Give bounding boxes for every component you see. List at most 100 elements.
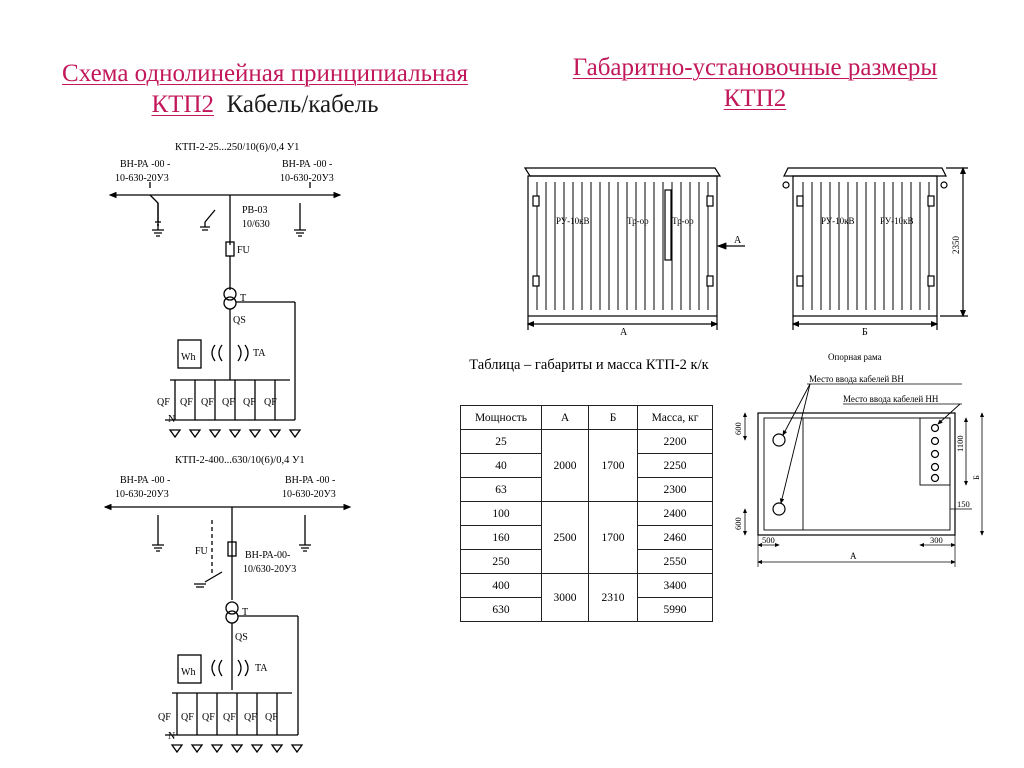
right-heading: Габаритно-установочные размеры КТП2 [530, 52, 980, 114]
front-arrow-label: А [734, 235, 742, 246]
header-a: А [541, 405, 589, 430]
transformer-top [223, 296, 237, 310]
cell-mass: 3400 [637, 573, 713, 598]
cell-mass: 2200 [637, 429, 713, 454]
lv-entry-label: Место ввода кабелей НН [843, 394, 939, 404]
disconnector-label: РВ-03 [242, 205, 268, 216]
table-caption: Таблица – габариты и масса КТП-2 к/к [469, 357, 709, 373]
switch-right-label-b2: 10-630-20У3 [282, 489, 336, 500]
dim-a: А [850, 551, 857, 561]
front-panel-3-label: Тр-ор [672, 216, 694, 226]
schematic-bottom-model: КТП-2-400...630/10(6)/0,4 У1 [175, 455, 305, 466]
feeder-label-1: QF [157, 397, 170, 408]
cell-mass: 2250 [637, 453, 713, 478]
switch-left-label-2: 10-630-20У3 [115, 173, 169, 184]
neutral-label-b: N [168, 731, 175, 742]
dim-600-top: 600 [733, 422, 743, 435]
cell-b: 1700 [588, 429, 638, 502]
cell-b: 2310 [588, 573, 638, 622]
fuse-label-b: FU [195, 546, 209, 557]
cell-power: 25 [460, 429, 542, 454]
transformer-label: T [240, 293, 246, 304]
table-row: 25 2000 1700 2200 [460, 429, 713, 502]
left-heading: Схема однолинейная принципиальная КТП2 К… [20, 58, 510, 120]
side-height-label: 2350 [951, 236, 961, 255]
table-row: 63 2300 [460, 477, 713, 502]
table-row: 400 3000 2310 3400 [460, 573, 713, 622]
schematic-top-model: КТП-2-25...250/10(6)/0,4 У1 [175, 142, 299, 153]
transformer-label-b: T [242, 607, 248, 618]
side-panel-2-label: РУ-10кВ [880, 216, 914, 226]
meter-bottom [177, 654, 202, 684]
dim-b: Б [971, 475, 981, 480]
left-heading-link-ktp2[interactable]: КТП2 [151, 91, 215, 118]
breaker-label: QS [233, 315, 246, 326]
feeder-label-6: QF [264, 397, 277, 408]
dimensions-table: Мощность А Б Масса, кг 25 2000 1700 2200… [460, 405, 713, 622]
right-heading-line1[interactable]: Габаритно-установочные размеры [572, 54, 938, 81]
switch-left [149, 182, 161, 226]
cell-a: 2500 [541, 501, 589, 574]
meter-top [177, 339, 202, 369]
side-panel-1-label: РУ-10кВ [821, 216, 855, 226]
table-row: 40 2250 [460, 453, 713, 478]
cell-mass: 2460 [637, 525, 713, 550]
feeder-label-2: QF [180, 397, 193, 408]
cell-power: 63 [460, 477, 542, 502]
disconnector [200, 209, 216, 231]
hv-entry-label: Место ввода кабелей ВН [809, 374, 904, 384]
front-view [523, 167, 745, 330]
header-mass: Масса, кг [637, 405, 713, 430]
current-transformers-bottom [211, 659, 249, 677]
fuse-label: FU [237, 245, 251, 256]
schematic-bottom: КТП-2-400...630/10(6)/0,4 У1 ВН-РА -00 -… [103, 455, 352, 754]
schematic-top: КТП-2-25...250/10(6)/0,4 У1 ВН-РА -00 - … [108, 142, 342, 439]
breaker-label-b: QS [235, 632, 248, 643]
switch-left-label-b2: 10-630-20У3 [115, 489, 169, 500]
meter-label-b: Wh [181, 667, 195, 678]
dim-300: 300 [930, 535, 943, 545]
right-heading-line2[interactable]: КТП2 [723, 85, 787, 112]
feeder-label-b3: QF [202, 712, 215, 723]
cell-a: 3000 [541, 573, 589, 622]
cell-b: 1700 [588, 501, 638, 574]
current-transformers-top [211, 344, 249, 362]
switch-mid-label-2: 10/630-20У3 [243, 564, 296, 575]
dim-500: 500 [762, 535, 775, 545]
side-dim-label: Б [862, 327, 868, 338]
header-power: Мощность [460, 405, 542, 430]
transformer-bottom [225, 610, 239, 624]
cell-a: 2000 [541, 429, 589, 502]
left-heading-line1[interactable]: Схема однолинейная принципиальная [62, 60, 468, 87]
meter-label: Wh [181, 352, 195, 363]
feeder-label-5: QF [243, 397, 256, 408]
cell-mass: 5990 [637, 597, 713, 622]
cell-mass: 2550 [637, 549, 713, 574]
switch-left-label: ВН-РА -00 - [120, 159, 170, 170]
feeder-label-b6: QF [265, 712, 278, 723]
neutral-label: N [168, 414, 175, 425]
cell-mass: 2300 [637, 477, 713, 502]
switch-right-label: ВН-РА -00 - [282, 159, 332, 170]
table-row: 160 2460 [460, 525, 713, 550]
header-b: Б [588, 405, 638, 430]
dim-600-bottom: 600 [733, 517, 743, 530]
feeder-label-b1: QF [158, 712, 171, 723]
plan-view [743, 383, 984, 567]
table-row: 630 5990 [460, 597, 713, 622]
feeder-label-3: QF [201, 397, 214, 408]
feeder-label-b4: QF [223, 712, 236, 723]
table-header-row: Мощность А Б Масса, кг [460, 405, 713, 430]
cell-power: 40 [460, 453, 542, 478]
left-heading-subtitle: Кабель/кабель [226, 91, 379, 118]
front-housing [527, 175, 718, 317]
plan-title: Опорная рама [828, 352, 882, 362]
cell-mass: 2400 [637, 501, 713, 526]
side-view [782, 166, 968, 330]
switch-mid-label: ВН-РА-00- [245, 550, 290, 561]
dim-1100: 1100 [955, 435, 965, 452]
cell-power: 630 [460, 597, 542, 622]
switch-right-label-2: 10-630-20У3 [280, 173, 334, 184]
table-row: 100 2500 1700 2400 [460, 501, 713, 574]
feeder-label-b2: QF [181, 712, 194, 723]
